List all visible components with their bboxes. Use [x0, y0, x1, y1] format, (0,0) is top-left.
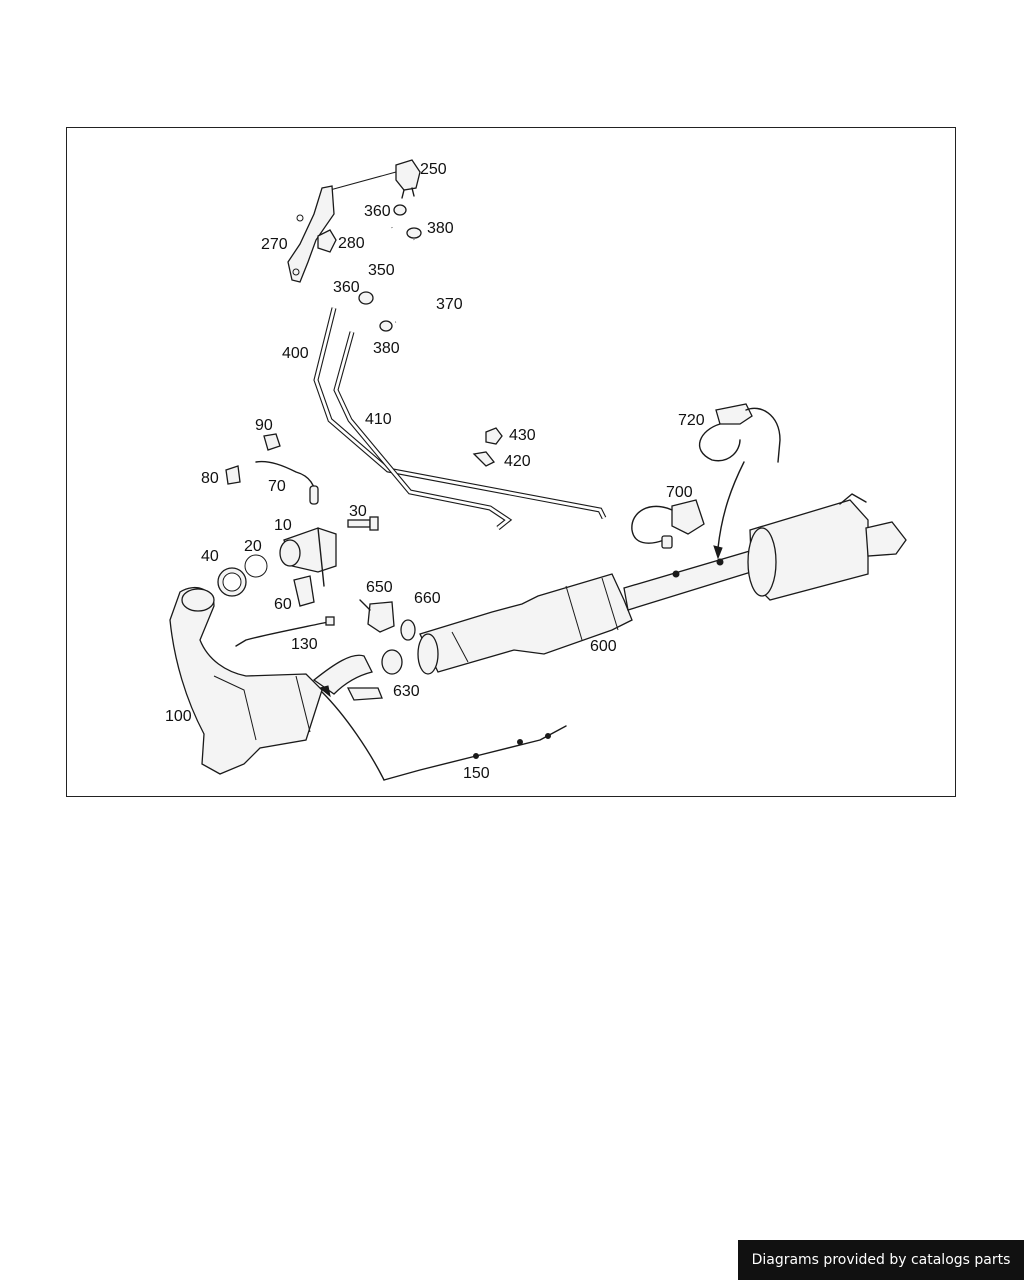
callout-380-upper: 380: [427, 220, 454, 237]
credit-banner: Diagrams provided by catalogs parts: [738, 1240, 1024, 1280]
part-intermediate-pipe: [312, 654, 383, 701]
callout-150: 150: [463, 765, 490, 782]
callout-40: 40: [201, 548, 219, 565]
part-280-clip: [317, 229, 337, 253]
callout-410: 410: [365, 411, 392, 428]
part-10-pipe: [279, 527, 337, 587]
part-270-bracket: [287, 185, 335, 283]
callout-100: 100: [165, 708, 192, 725]
part-100-catalytic-converter: [169, 587, 323, 775]
part-410-pipe: [333, 331, 513, 530]
callout-660: 660: [414, 590, 441, 607]
part-70-lambda-sensor: [255, 460, 319, 505]
part-360-clamp-upper: [393, 204, 407, 216]
callout-80: 80: [201, 470, 219, 487]
part-430-nut: [485, 427, 503, 445]
part-400-pipe: [313, 307, 607, 520]
part-130-sensor-line: [235, 616, 335, 647]
callout-60: 60: [274, 596, 292, 613]
part-90-clip: [263, 433, 281, 451]
callout-370: 370: [436, 296, 463, 313]
part-600-center-pipe: [623, 547, 765, 611]
part-60-gasket: [293, 575, 315, 607]
diagram-frame: [66, 127, 956, 797]
part-150-sensor-line: [318, 685, 567, 781]
callout-630: 630: [393, 683, 420, 700]
part-650-sensor: [359, 599, 395, 633]
callout-430: 430: [509, 427, 536, 444]
arrow-720-pointer: [713, 461, 745, 560]
callout-600: 600: [590, 638, 617, 655]
part-600-scr-catalyst: [417, 573, 633, 675]
callout-labels: 250 360 380 270 280 350 360 370 400 380 …: [165, 161, 705, 782]
callout-380-lower: 380: [373, 340, 400, 357]
callout-130: 130: [291, 636, 318, 653]
callout-20: 20: [244, 538, 262, 555]
part-600-rear-muffler: [747, 493, 907, 601]
part-380-clamp-upper: [406, 227, 422, 239]
callout-360-upper: 360: [364, 203, 391, 220]
part-370-hose: [395, 239, 424, 325]
callout-270: 270: [261, 236, 288, 253]
callout-420: 420: [504, 453, 531, 470]
part-30-bolt: [347, 516, 379, 531]
part-700-nox-sensor: [631, 499, 705, 549]
callout-350: 350: [368, 262, 395, 279]
part-40-clamp: [217, 567, 247, 597]
part-250-pressure-sensor: [329, 159, 421, 199]
part-720-nox-sensor: [698, 403, 781, 463]
callout-700: 700: [666, 484, 693, 501]
callout-30: 30: [349, 503, 367, 520]
callout-10: 10: [274, 517, 292, 534]
part-660-gasket: [400, 619, 416, 641]
callout-90: 90: [255, 417, 273, 434]
part-80-holder: [225, 465, 241, 485]
callout-70: 70: [268, 478, 286, 495]
part-380-clamp-lower: [379, 320, 393, 332]
callout-720: 720: [678, 412, 705, 429]
callout-280: 280: [338, 235, 365, 252]
part-360-clamp-lower: [358, 291, 374, 305]
callout-400: 400: [282, 345, 309, 362]
callout-360-lower: 360: [333, 279, 360, 296]
part-420-bracket: [472, 451, 496, 467]
part-20-seal-ring: [244, 554, 268, 578]
part-630-clamp: [381, 649, 403, 675]
part-350-hose: [367, 227, 401, 297]
callout-250: 250: [420, 161, 447, 178]
callout-650: 650: [366, 579, 393, 596]
